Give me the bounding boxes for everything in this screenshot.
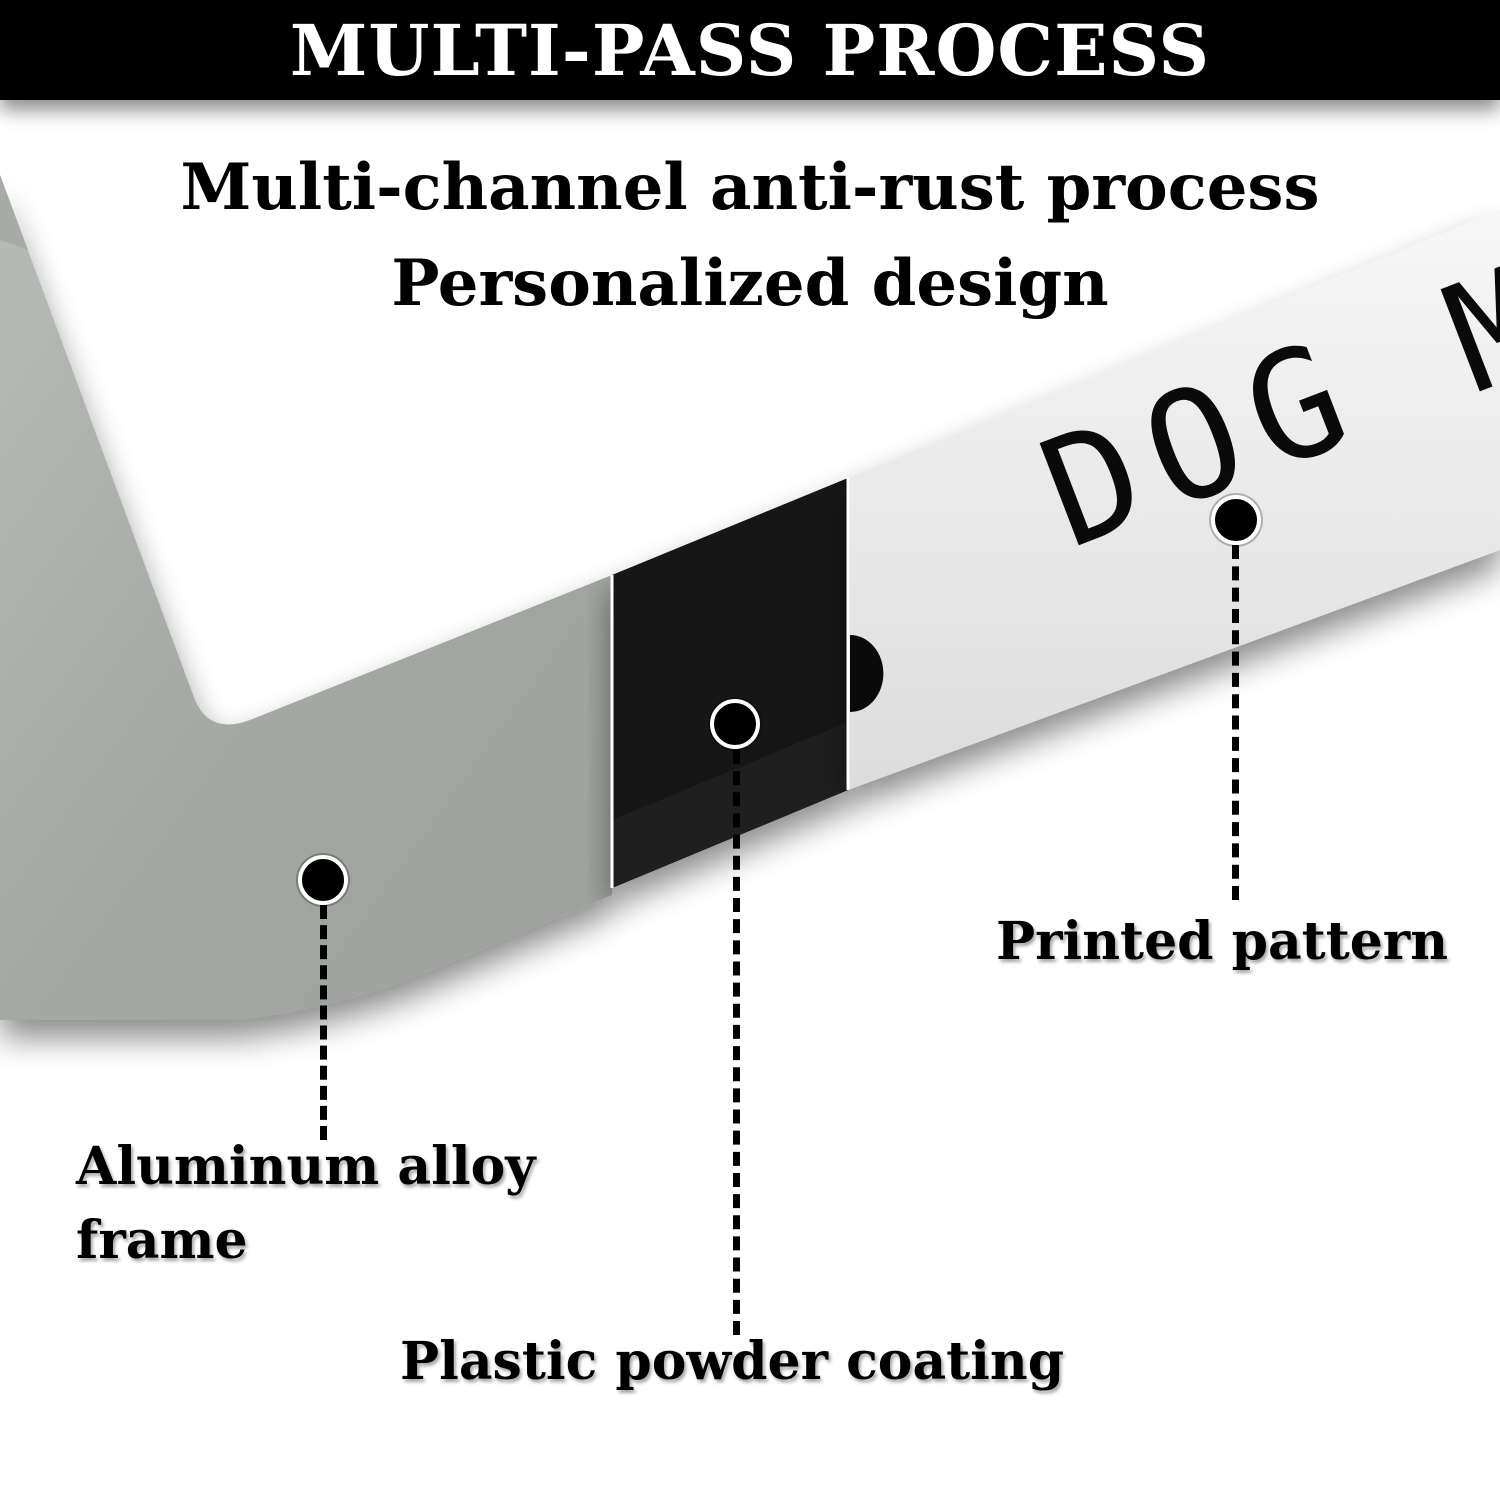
printed-pattern-leader	[1232, 545, 1239, 900]
powder-coating-label: Plastic powder coating	[400, 1331, 1065, 1392]
printed-pattern-label: Printed pattern	[996, 911, 1449, 972]
aluminum-frame-label-line1: Aluminum alloy	[76, 1136, 536, 1197]
header-bar: MULTI-PASS PROCESS	[0, 0, 1500, 100]
subtitle-anti-rust: Multi-channel anti-rust process	[180, 150, 1320, 225]
powder-coating-leader	[733, 750, 740, 1335]
aluminum-frame	[0, 175, 612, 1020]
header-title: MULTI-PASS PROCESS	[289, 8, 1211, 92]
powder-coating-marker	[710, 699, 760, 749]
subtitle-personalized-design: Personalized design	[391, 246, 1109, 321]
printed-surface	[848, 210, 1500, 790]
printed-pattern-marker	[1211, 495, 1261, 545]
aluminum-frame-marker	[298, 855, 348, 905]
aluminum-frame-label-line2: frame	[76, 1210, 248, 1271]
aluminum-frame-leader	[320, 905, 327, 1140]
aluminum-frame-upper	[0, 175, 28, 250]
